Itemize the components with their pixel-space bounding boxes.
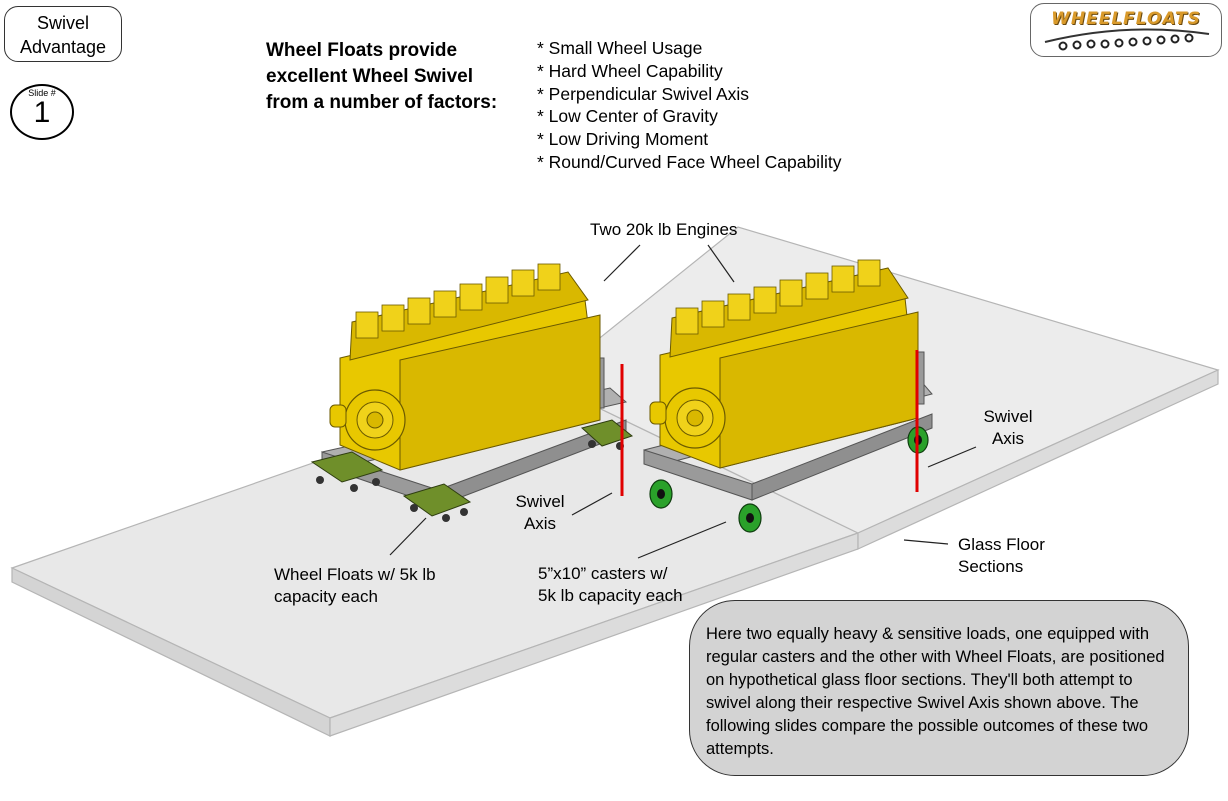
factor-list: * Small Wheel Usage * Hard Wheel Capabil…: [537, 37, 841, 174]
topic-line-2: Advantage: [19, 37, 107, 57]
callout-line: Swivel: [983, 407, 1033, 426]
callout-line: 5”x10” casters w/: [538, 564, 668, 583]
headline-line-2: excellent Wheel Swivel: [266, 66, 473, 87]
callout-line: capacity each: [274, 587, 378, 606]
engine-left-wheelfloats: [310, 263, 634, 522]
callout-swivel-axis-left: Swivel Axis: [510, 491, 570, 535]
factor-item: * Hard Wheel Capability: [537, 60, 723, 81]
leader-lines: [389, 244, 977, 559]
slide-number-badge: Slide # 1: [10, 84, 74, 140]
factor-item: * Low Driving Moment: [537, 129, 709, 150]
callout-line: Sections: [958, 557, 1024, 576]
slide-number: 1: [33, 96, 51, 129]
callout-glass-floor: Glass Floor Sections: [958, 534, 1045, 578]
callout-line: Axis: [523, 514, 557, 533]
factor-item: * Low Center of Gravity: [537, 106, 718, 127]
callout-line: Swivel: [515, 492, 565, 511]
wheelfloats-logo: WHEELFLOATS: [1030, 3, 1222, 57]
headline: Wheel Floats provide excellent Wheel Swi…: [266, 38, 497, 116]
logo-wheels-icon: [1044, 28, 1210, 51]
callout-line: Axis: [991, 429, 1025, 448]
topic-badge: Swivel Advantage: [4, 6, 122, 62]
factor-item: * Perpendicular Swivel Axis: [537, 83, 750, 104]
callout-casters: 5”x10” casters w/ 5k lb capacity each: [538, 563, 683, 607]
topic-line-1: Swivel: [36, 13, 89, 33]
callout-wheel-floats: Wheel Floats w/ 5k lb capacity each: [274, 564, 436, 608]
callout-line: 5k lb capacity each: [538, 586, 683, 605]
description-box: Here two equally heavy & sensitive loads…: [689, 600, 1189, 776]
factor-item: * Small Wheel Usage: [537, 38, 703, 58]
callout-engines: Two 20k lb Engines: [590, 220, 738, 239]
description-text: Here two equally heavy & sensitive loads…: [706, 625, 1165, 758]
headline-line-3: from a number of factors:: [266, 92, 498, 113]
logo-text: WHEELFLOATS: [1051, 9, 1201, 29]
callout-line: Glass Floor: [958, 535, 1045, 554]
factor-item: * Round/Curved Face Wheel Capability: [537, 151, 842, 172]
headline-line-1: Wheel Floats provide: [266, 40, 458, 61]
callout-swivel-axis-right: Swivel Axis: [978, 406, 1038, 450]
slide-label: Slide #: [28, 88, 56, 98]
callout-line: Wheel Floats w/ 5k lb: [274, 565, 436, 584]
